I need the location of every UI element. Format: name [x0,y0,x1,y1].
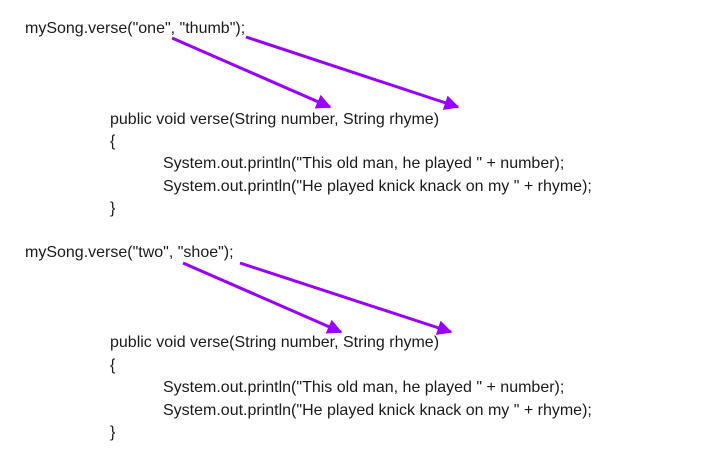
arrow-shoe-to-rhyme [239,261,453,335]
arrow-one-to-number [171,36,332,109]
print-statement-rhyme: System.out.println("He played knick knac… [163,178,592,195]
method-signature: public void verse(String number, String … [110,334,440,351]
method-call: mySong.verse("one", "thumb"); [25,20,246,37]
method-call: mySong.verse("two", "shoe"); [25,244,234,261]
open-brace: { [110,357,116,374]
print-statement-rhyme: System.out.println("He played knick knac… [163,402,592,419]
arrow-thumb-to-rhyme [245,35,460,110]
print-statement-number: System.out.println("This old man, he pla… [163,379,565,396]
close-brace: } [110,424,116,441]
method-signature: public void verse(String number, String … [110,111,440,128]
close-brace: } [110,200,116,217]
open-brace: { [110,133,116,150]
print-statement-number: System.out.println("This old man, he pla… [163,155,565,172]
arrow-two-to-number [182,261,343,334]
